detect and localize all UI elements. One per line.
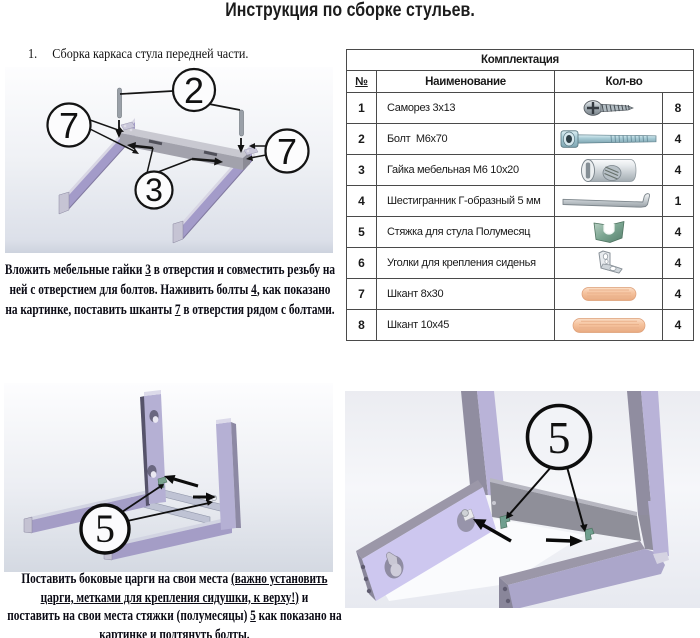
svg-text:5: 5 [95,506,115,551]
svg-text:2: 2 [184,70,204,111]
svg-text:5: 5 [548,412,571,463]
svg-text:7: 7 [59,105,79,146]
svg-text:3: 3 [145,172,163,208]
svg-text:7: 7 [277,131,297,172]
